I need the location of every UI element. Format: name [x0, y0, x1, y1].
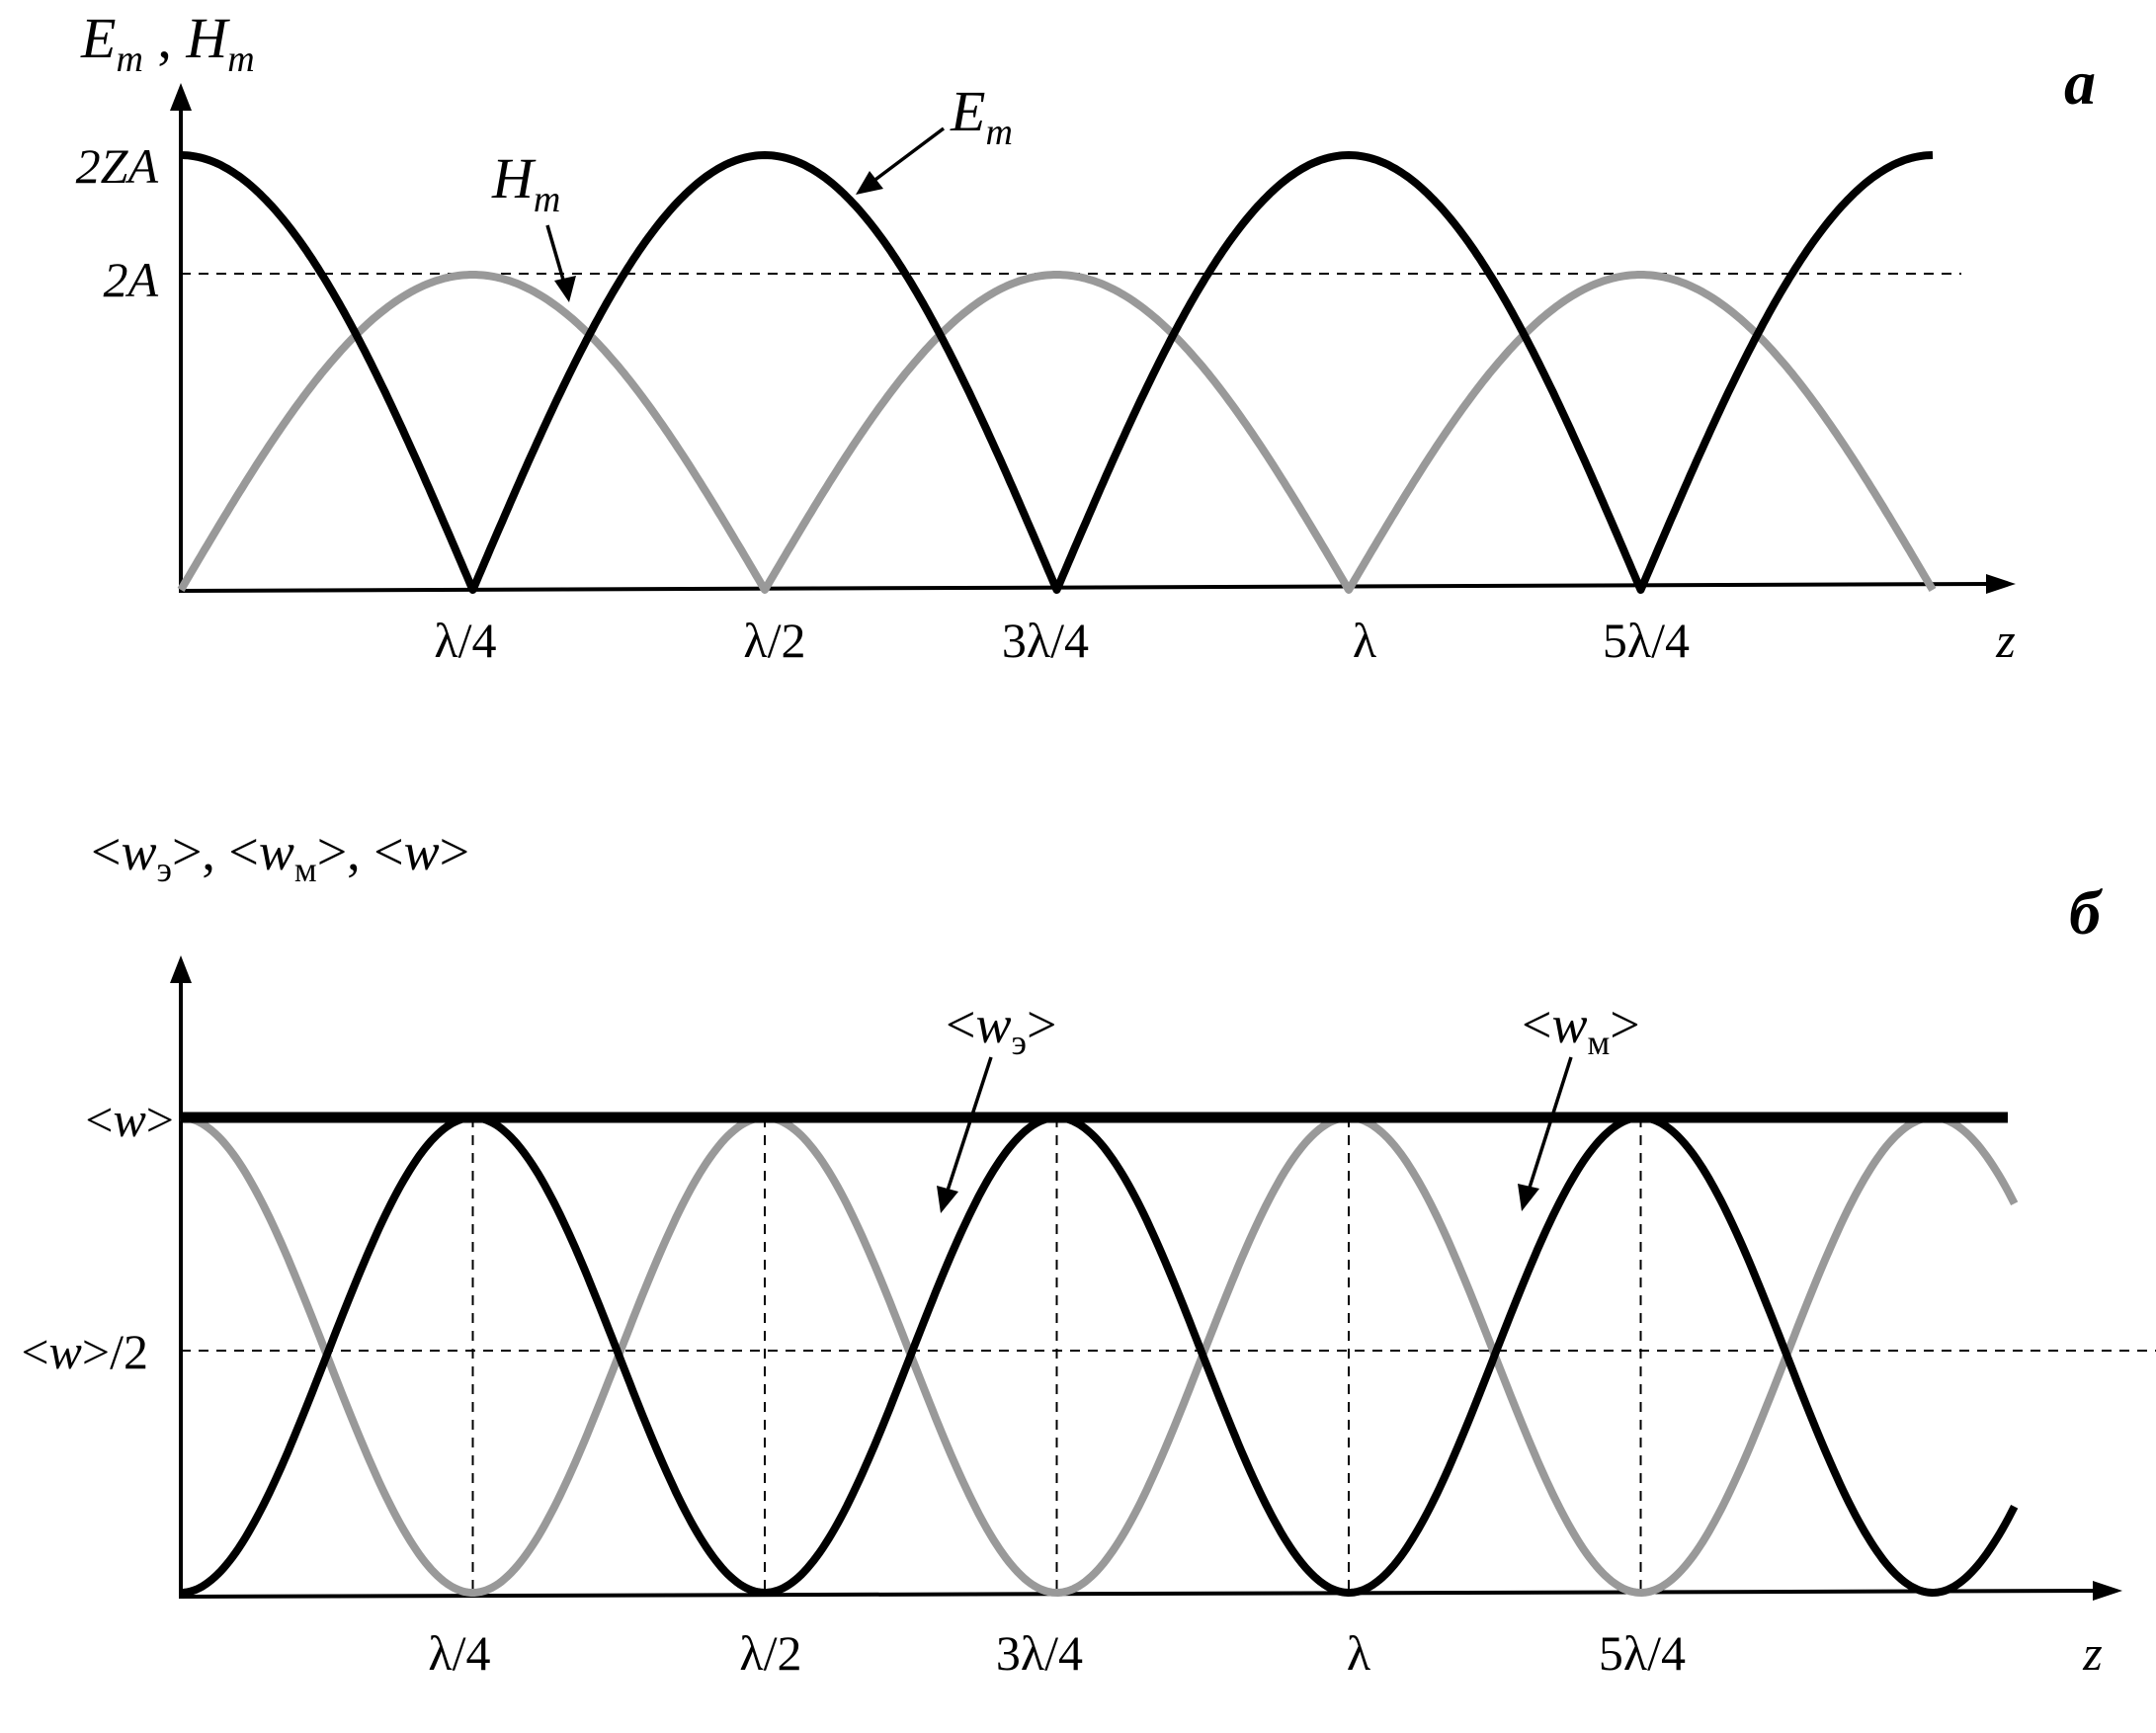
series-E_m-line — [180, 151, 1934, 594]
panel-a-x-arrow — [1986, 574, 2016, 594]
ylabel-comma: , — [143, 6, 187, 70]
annotation-E_m-pointer — [863, 126, 946, 190]
annotation-w_e-pointer — [945, 1056, 993, 1195]
series-w_e-line — [180, 1114, 2019, 1597]
ylabel-E-sub: m — [116, 39, 142, 80]
annotation-E_m-arrowhead — [856, 171, 883, 195]
panel-b-xtick-1: λ/4 — [428, 1625, 490, 1681]
panel-b-ylabel: <wэ>, <wм>, <w> — [91, 822, 469, 889]
panel-a-x-axis — [178, 582, 1995, 593]
panel-b: б <wэ>, <wм>, <w> <w> <w>/2 λ/4 λ/2 3λ/4… — [21, 822, 2156, 1681]
annotation-w_m-pointer — [1527, 1056, 1573, 1192]
panel-b-x-axis — [178, 1589, 2101, 1599]
panel-a-xtick-2: λ/2 — [743, 613, 805, 668]
panel-b-xtick-2: λ/2 — [739, 1625, 801, 1681]
panel-b-vertical-guides — [471, 1117, 1642, 1593]
panel-b-ytick-w: <w> — [85, 1092, 174, 1147]
panel-b-tag: б — [2069, 877, 2104, 948]
panel-a: a Em , Hm 2ZA 2A λ/4 λ/2 3λ/4 λ 5λ/4 z E… — [76, 6, 2096, 668]
panel-b-y-arrow — [170, 955, 192, 983]
annotation-w_e-arrowhead — [937, 1186, 958, 1213]
annotation-E_m: Em — [950, 79, 1013, 153]
panel-a-xtick-5: 5λ/4 — [1603, 613, 1690, 668]
panel-a-ytick-2ZA: 2ZA — [76, 138, 159, 194]
panel-b-ytick-w-half: <w>/2 — [21, 1324, 148, 1379]
panel-b-xtick-5: 5λ/4 — [1599, 1625, 1686, 1681]
panel-a-xtick-3: 3λ/4 — [1002, 613, 1089, 668]
series-w_m-line — [180, 1114, 2019, 1597]
panel-a-tag: a — [2064, 47, 2096, 118]
annotation-w_e: <wэ> — [946, 995, 1056, 1062]
panel-a-ytick-2A: 2A — [103, 252, 158, 307]
annotation-H_m: Hm — [491, 146, 560, 220]
panel-b-xlabel: z — [2082, 1625, 2102, 1681]
panel-b-xtick-3: 3λ/4 — [996, 1625, 1083, 1681]
annotation-w_m-arrowhead — [1518, 1184, 1539, 1211]
annotation-H_m-pointer — [545, 224, 567, 288]
panel-a-y-arrow — [170, 83, 192, 111]
series-H_m-line — [177, 271, 1937, 594]
panel-b-x-arrow — [2093, 1581, 2122, 1601]
ylabel-H-sub: m — [227, 39, 254, 80]
ylabel-H: H — [185, 6, 230, 70]
panel-a-xlabel: z — [1995, 613, 2015, 668]
panel-a-xtick-4: λ — [1353, 613, 1376, 668]
panel-a-ylabel: Em , Hm — [80, 6, 255, 80]
ylabel-E: E — [80, 6, 116, 70]
annotation-w_m: <wм> — [1522, 995, 1640, 1062]
panel-a-xtick-1: λ/4 — [434, 613, 496, 668]
panel-b-xtick-4: λ — [1347, 1625, 1370, 1681]
annotation-H_m-arrowhead — [554, 276, 576, 302]
